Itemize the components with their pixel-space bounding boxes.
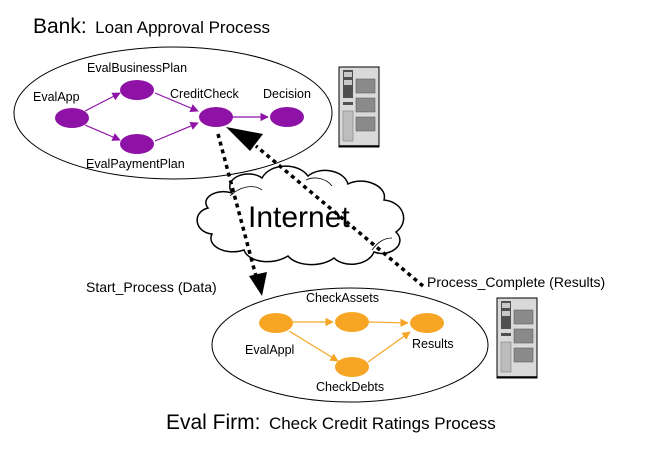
- edge-checkdebts-results: [367, 331, 411, 363]
- node-evalappl: [259, 313, 293, 333]
- eval-server-icon: [496, 297, 538, 379]
- bank-title-prefix: Bank:: [33, 15, 87, 38]
- eval-firm-process: EvalAppl CheckAssets CheckDebts Results …: [166, 287, 496, 434]
- label-evalapp: EvalApp: [33, 90, 80, 104]
- start-process-arrowhead: [249, 272, 267, 296]
- node-evalbusinessplan: [120, 80, 154, 100]
- process-complete-label: Process_Complete (Results): [427, 274, 605, 290]
- edge-evalappl-checkdebts: [288, 330, 339, 362]
- process-complete-arrowhead: [226, 127, 263, 151]
- eval-firm-title-prefix: Eval Firm:: [166, 411, 261, 434]
- start-process-arrow-line: [216, 133, 259, 281]
- node-creditcheck: [199, 107, 233, 127]
- eval-edges: [288, 317, 411, 363]
- edge-evalapp-paymentplan: [84, 124, 121, 141]
- node-checkassets: [335, 312, 369, 332]
- eval-firm-title-suffix: Check Credit Ratings Process: [269, 414, 496, 433]
- node-checkdebts: [335, 357, 369, 377]
- internet-label: Internet: [248, 201, 350, 234]
- message-arrows: Start_Process (Data) Process_Complete (R…: [86, 127, 605, 296]
- label-checkdebts: CheckDebts: [316, 380, 384, 394]
- label-creditcheck: CreditCheck: [170, 87, 240, 101]
- start-process-label: Start_Process (Data): [86, 279, 217, 295]
- node-decision: [270, 107, 304, 127]
- bank-edges: [84, 92, 269, 142]
- label-decision: Decision: [263, 87, 311, 101]
- label-evalbusinessplan: EvalBusinessPlan: [87, 61, 187, 75]
- edge-businessplan-creditcheck: [154, 92, 199, 112]
- bank-server-icon: [338, 66, 380, 148]
- label-evalappl: EvalAppl: [245, 343, 294, 357]
- edge-checkassets-results: [368, 318, 409, 328]
- node-results: [410, 313, 444, 333]
- eval-firm-title: Eval Firm: Check Credit Ratings Process: [166, 411, 496, 434]
- node-evalpaymentplan: [120, 134, 154, 154]
- edge-evalapp-businessplan: [84, 92, 121, 112]
- label-checkassets: CheckAssets: [306, 291, 379, 305]
- edge-paymentplan-creditcheck: [154, 122, 199, 142]
- internet-cloud: Internet: [196, 165, 405, 266]
- eval-firm-boundary: [211, 287, 489, 403]
- bank-title: Bank: Loan Approval Process: [33, 15, 270, 38]
- bank-title-suffix: Loan Approval Process: [95, 18, 270, 37]
- bank-process: Bank: Loan Approval Process EvalApp Eval…: [13, 15, 333, 180]
- label-results: Results: [412, 337, 454, 351]
- node-evalapp: [55, 108, 89, 128]
- cloud-outline: [196, 165, 405, 266]
- label-evalpaymentplan: EvalPaymentPlan: [86, 157, 185, 171]
- bank-boundary: [13, 46, 333, 180]
